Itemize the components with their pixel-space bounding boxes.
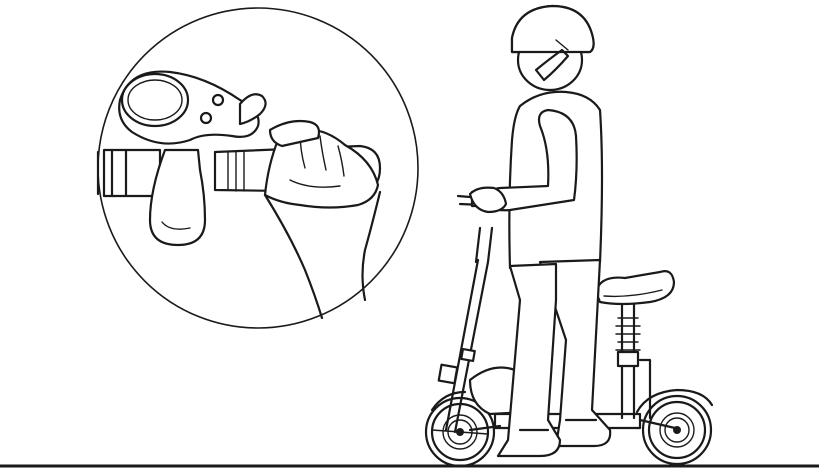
helmet — [512, 6, 594, 90]
seat — [596, 271, 674, 304]
button-2-icon — [201, 113, 211, 123]
display-face — [122, 74, 188, 126]
rear-wheel — [643, 396, 711, 464]
button-1-icon — [213, 95, 223, 105]
seat-post — [616, 300, 650, 418]
detail-inset — [98, 8, 418, 328]
rear-fender — [637, 390, 712, 412]
